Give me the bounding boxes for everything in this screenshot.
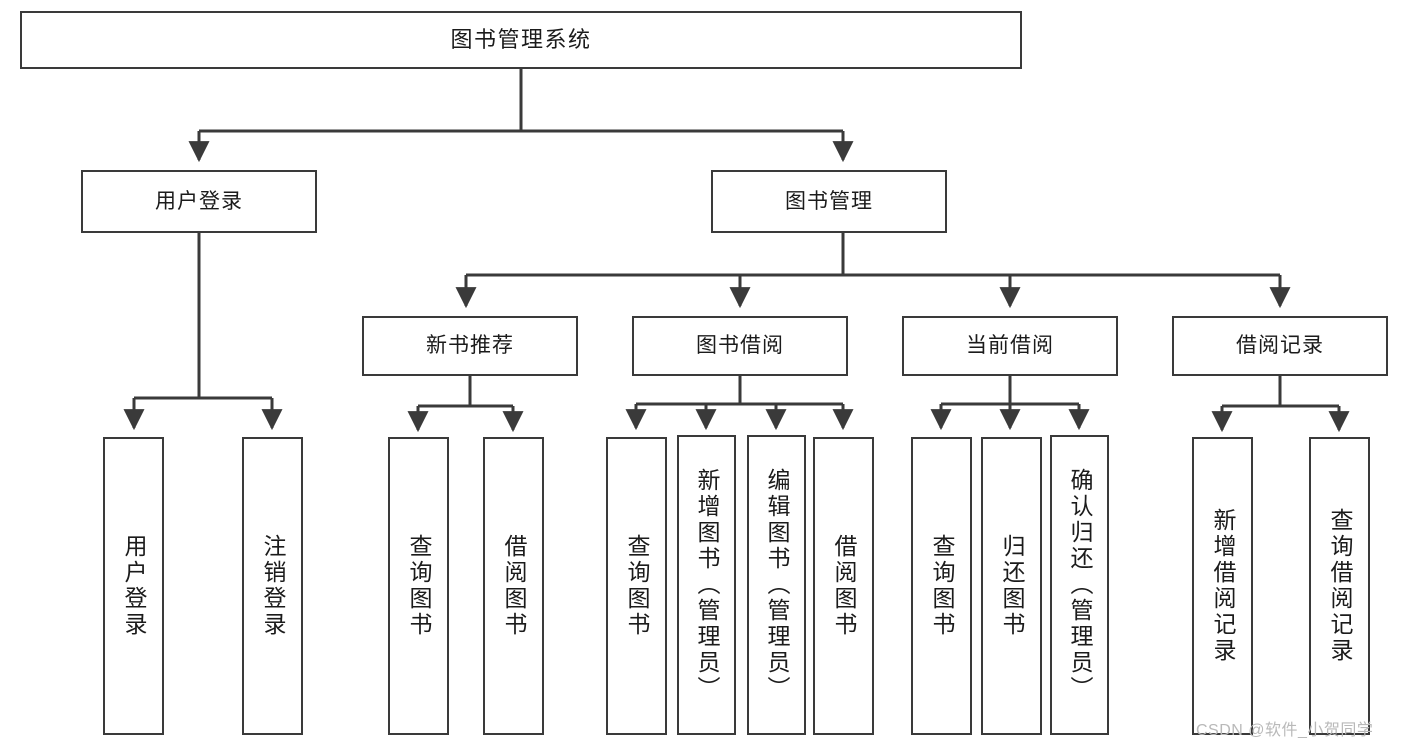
node-root-label: 图书管理系统 <box>450 26 592 52</box>
node-leaf-query-book-3[interactable]: 查询图书 <box>911 437 972 735</box>
node-root[interactable]: 图书管理系统 <box>20 11 1022 69</box>
node-leaf-query-record-label: 查询借阅记录 <box>1327 508 1353 664</box>
node-leaf-add-record-label: 新增借阅记录 <box>1210 508 1236 664</box>
node-leaf-borrow-book-2[interactable]: 借阅图书 <box>813 437 874 735</box>
node-leaf-return-book[interactable]: 归还图书 <box>981 437 1042 735</box>
node-new-book-recommend[interactable]: 新书推荐 <box>362 316 578 376</box>
node-leaf-add-book-label: 新增图书（管理员） <box>694 468 720 702</box>
node-leaf-logout-login[interactable]: 注销登录 <box>242 437 303 735</box>
node-user-login[interactable]: 用户登录 <box>81 170 317 233</box>
node-book-manage[interactable]: 图书管理 <box>711 170 947 233</box>
node-leaf-borrow-book-2-label: 借阅图书 <box>831 534 857 638</box>
node-leaf-confirm-return-label: 确认归还（管理员） <box>1067 468 1093 702</box>
node-leaf-logout-login-label: 注销登录 <box>260 534 286 638</box>
node-leaf-query-book-2-label: 查询图书 <box>624 534 650 638</box>
node-leaf-user-login[interactable]: 用户登录 <box>103 437 164 735</box>
node-leaf-edit-book-label: 编辑图书（管理员） <box>764 468 790 702</box>
node-leaf-query-book-1[interactable]: 查询图书 <box>388 437 449 735</box>
node-borrow-record-label: 借阅记录 <box>1236 334 1324 358</box>
node-leaf-add-book[interactable]: 新增图书（管理员） <box>677 435 736 735</box>
node-leaf-query-record[interactable]: 查询借阅记录 <box>1309 437 1370 735</box>
node-current-borrow-label: 当前借阅 <box>966 334 1054 358</box>
node-new-book-recommend-label: 新书推荐 <box>426 334 514 358</box>
node-leaf-edit-book[interactable]: 编辑图书（管理员） <box>747 435 806 735</box>
node-leaf-confirm-return[interactable]: 确认归还（管理员） <box>1050 435 1109 735</box>
node-leaf-return-book-label: 归还图书 <box>999 534 1025 638</box>
node-leaf-add-record[interactable]: 新增借阅记录 <box>1192 437 1253 735</box>
node-book-manage-label: 图书管理 <box>785 189 873 213</box>
node-borrow-record[interactable]: 借阅记录 <box>1172 316 1388 376</box>
node-leaf-user-login-label: 用户登录 <box>121 534 147 638</box>
node-leaf-query-book-1-label: 查询图书 <box>406 534 432 638</box>
node-book-borrow-label: 图书借阅 <box>696 334 784 358</box>
node-user-login-label: 用户登录 <box>155 189 243 213</box>
node-leaf-query-book-2[interactable]: 查询图书 <box>606 437 667 735</box>
node-book-borrow[interactable]: 图书借阅 <box>632 316 848 376</box>
node-leaf-borrow-book-1[interactable]: 借阅图书 <box>483 437 544 735</box>
node-leaf-borrow-book-1-label: 借阅图书 <box>501 534 527 638</box>
node-leaf-query-book-3-label: 查询图书 <box>929 534 955 638</box>
node-current-borrow[interactable]: 当前借阅 <box>902 316 1118 376</box>
